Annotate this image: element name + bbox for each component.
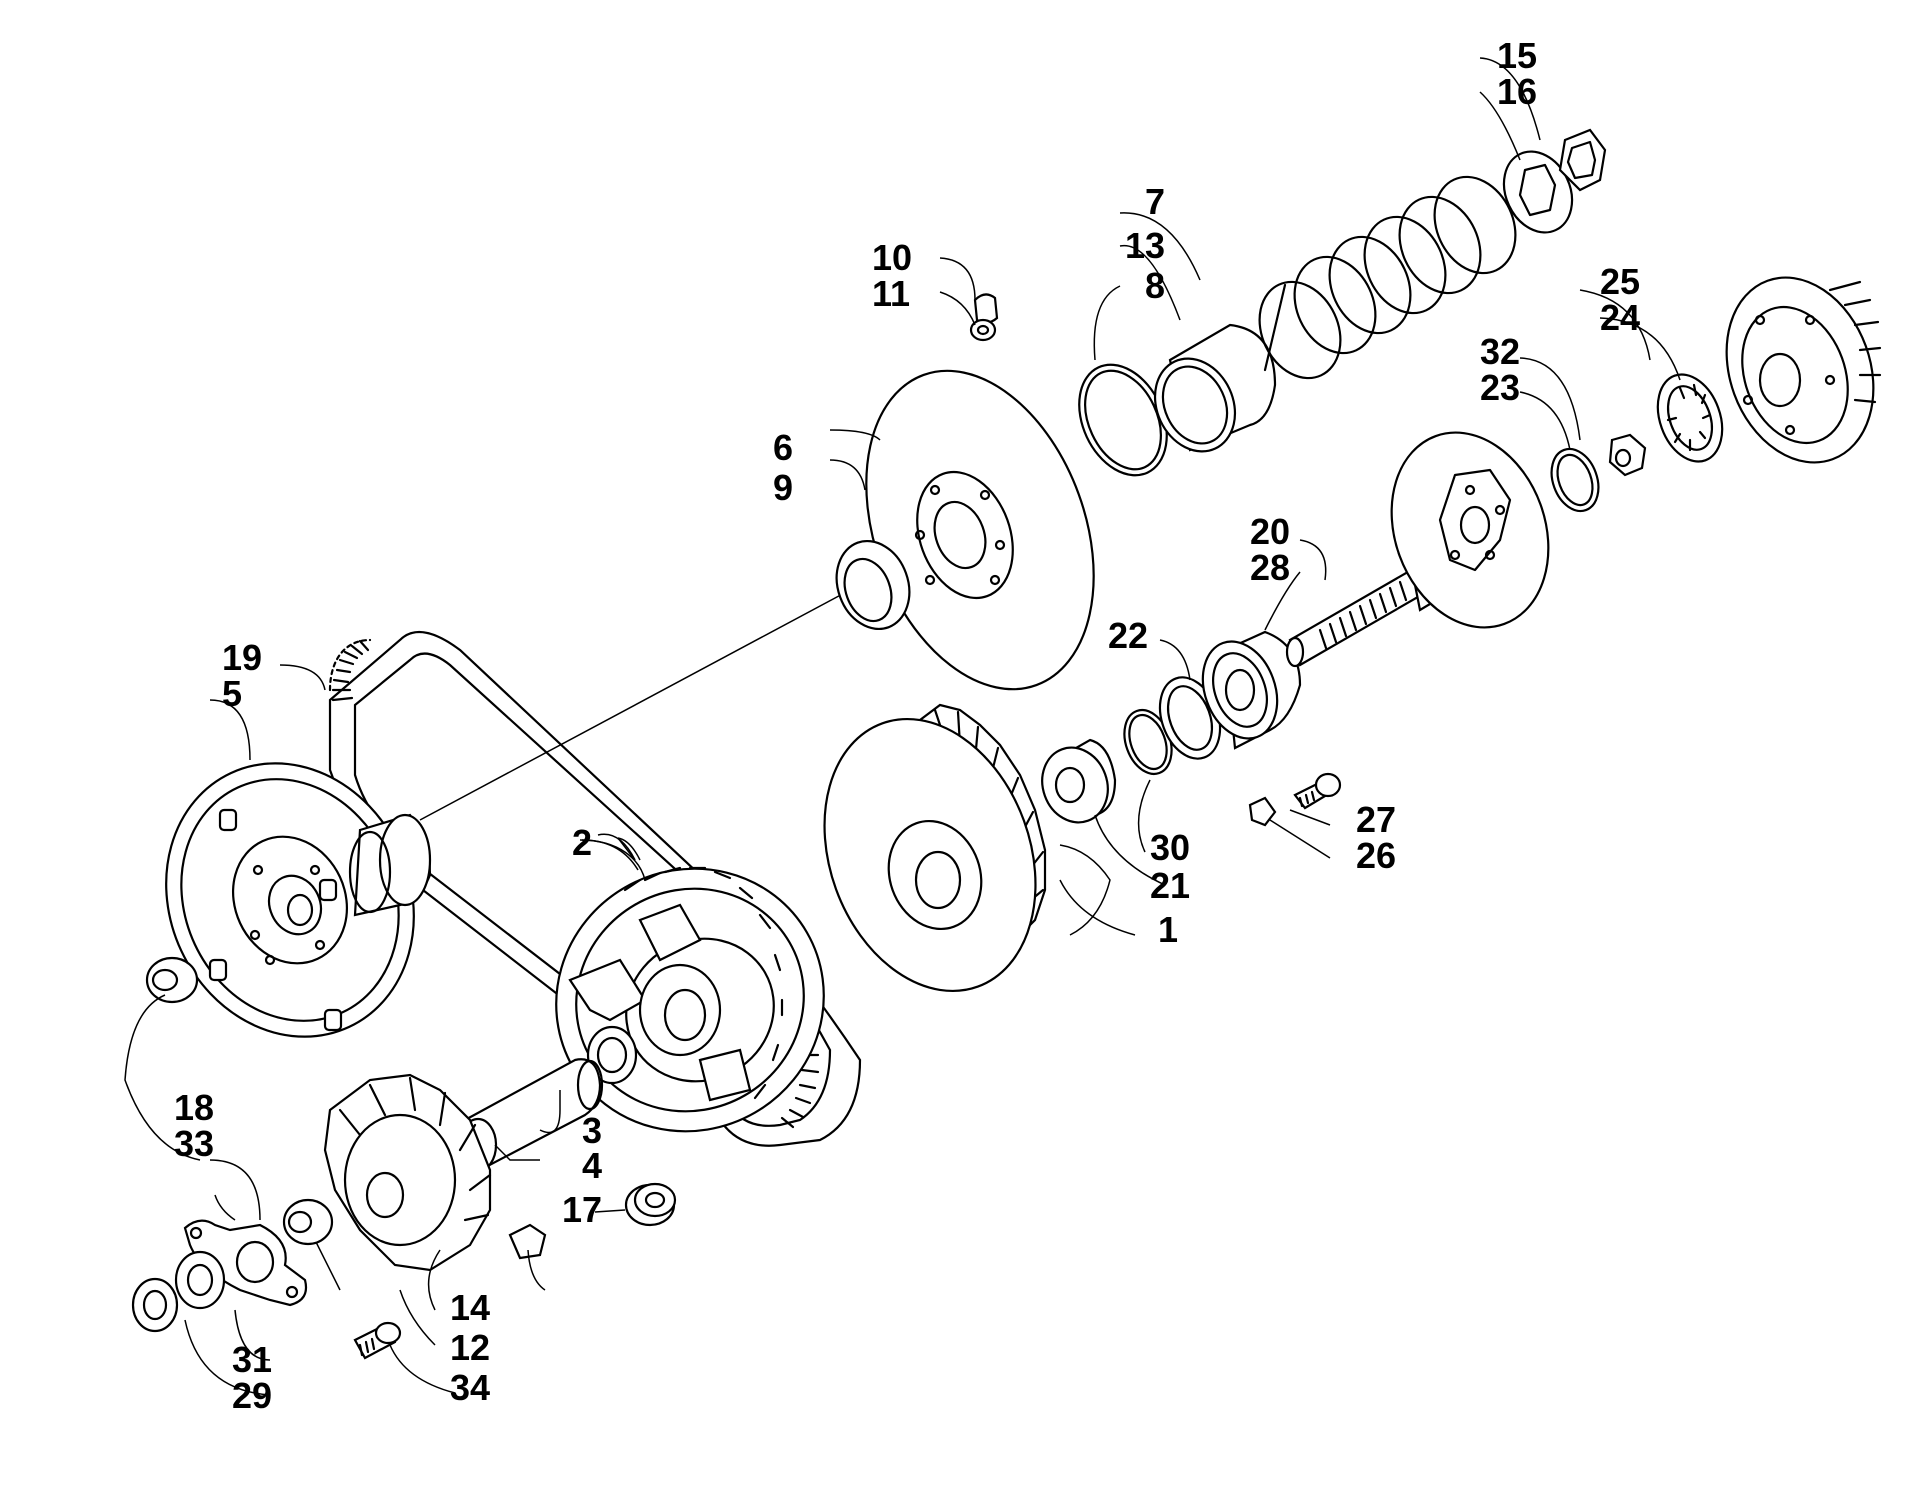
callout-5: 5 <box>222 673 242 714</box>
callout-18: 18 <box>174 1087 214 1128</box>
callout-25: 25 <box>1600 261 1640 302</box>
washer-part-9 <box>835 539 911 631</box>
spacer-part-18 <box>145 956 199 1004</box>
callout-4: 4 <box>582 1145 602 1186</box>
callout-32: 32 <box>1480 331 1520 372</box>
callout-33: 33 <box>174 1123 214 1164</box>
bolt-part-34 <box>353 1321 402 1360</box>
callout-26: 26 <box>1356 835 1396 876</box>
fan-sheave-part-12 <box>323 1073 492 1272</box>
callout-19: 19 <box>222 637 262 678</box>
bearing-part-20 <box>1201 630 1302 750</box>
driven-sheave-part-6 <box>865 369 1095 691</box>
callout-29: 29 <box>232 1375 272 1416</box>
nut-part-17 <box>624 1182 677 1227</box>
drive-clutch-plate <box>165 762 415 1038</box>
leader-lines <box>124 57 1681 1396</box>
callout-21: 21 <box>1150 865 1190 906</box>
callout-1: 1 <box>1158 909 1178 950</box>
callout-15: 15 <box>1497 35 1537 76</box>
callout-labels: 1 2 3 4 5 6 7 8 9 10 11 12 13 14 15 16 1… <box>174 35 1640 1416</box>
drive-axis-line <box>419 589 851 821</box>
sleeve-part-13 <box>1153 323 1277 453</box>
callout-10: 10 <box>872 237 912 278</box>
callout-11: 11 <box>872 273 910 314</box>
seal-part-31 <box>174 1250 226 1310</box>
callout-13: 13 <box>1125 225 1165 266</box>
washer-part-16 <box>1502 150 1574 234</box>
cap-part-10 <box>973 293 999 324</box>
clip-part-14 <box>508 1223 547 1260</box>
drive-clutch-hub <box>348 813 432 917</box>
callout-28: 28 <box>1250 547 1290 588</box>
nut-part-15 <box>1558 128 1607 192</box>
spacer-part-33 <box>282 1198 334 1246</box>
callout-7: 7 <box>1145 181 1165 222</box>
callout-23: 23 <box>1480 367 1520 408</box>
spring-part-7 <box>1258 175 1517 380</box>
one-way-clutch-part-25 <box>1725 276 1882 464</box>
nut-part-32 <box>1608 433 1647 477</box>
callout-14: 14 <box>450 1287 490 1328</box>
callout-31: 31 <box>232 1339 272 1380</box>
callout-27: 27 <box>1356 799 1396 840</box>
bearing-part-24 <box>1656 373 1724 463</box>
fixed-sheave-part-1 <box>823 703 1047 993</box>
callout-34: 34 <box>450 1367 490 1408</box>
washer-part-23 <box>1550 447 1600 513</box>
callout-24: 24 <box>1600 297 1640 338</box>
callout-17: 17 <box>562 1189 602 1230</box>
callout-8: 8 <box>1145 265 1165 306</box>
driven-clutch-housing <box>1390 431 1550 629</box>
bushing-part-11 <box>969 318 997 342</box>
bolt-part-27 <box>1293 772 1342 810</box>
callout-22: 22 <box>1108 615 1148 656</box>
bushing-part-21 <box>1041 738 1117 824</box>
callout-16: 16 <box>1497 71 1537 112</box>
callout-6: 6 <box>773 427 793 468</box>
callout-2: 2 <box>572 822 592 863</box>
callout-30: 30 <box>1150 827 1190 868</box>
seal-part-29 <box>131 1277 179 1333</box>
callout-3: 3 <box>582 1110 602 1151</box>
callout-20: 20 <box>1250 511 1290 552</box>
callout-9: 9 <box>773 467 793 508</box>
washer-part-26 <box>1248 796 1277 827</box>
callout-12: 12 <box>450 1327 490 1368</box>
